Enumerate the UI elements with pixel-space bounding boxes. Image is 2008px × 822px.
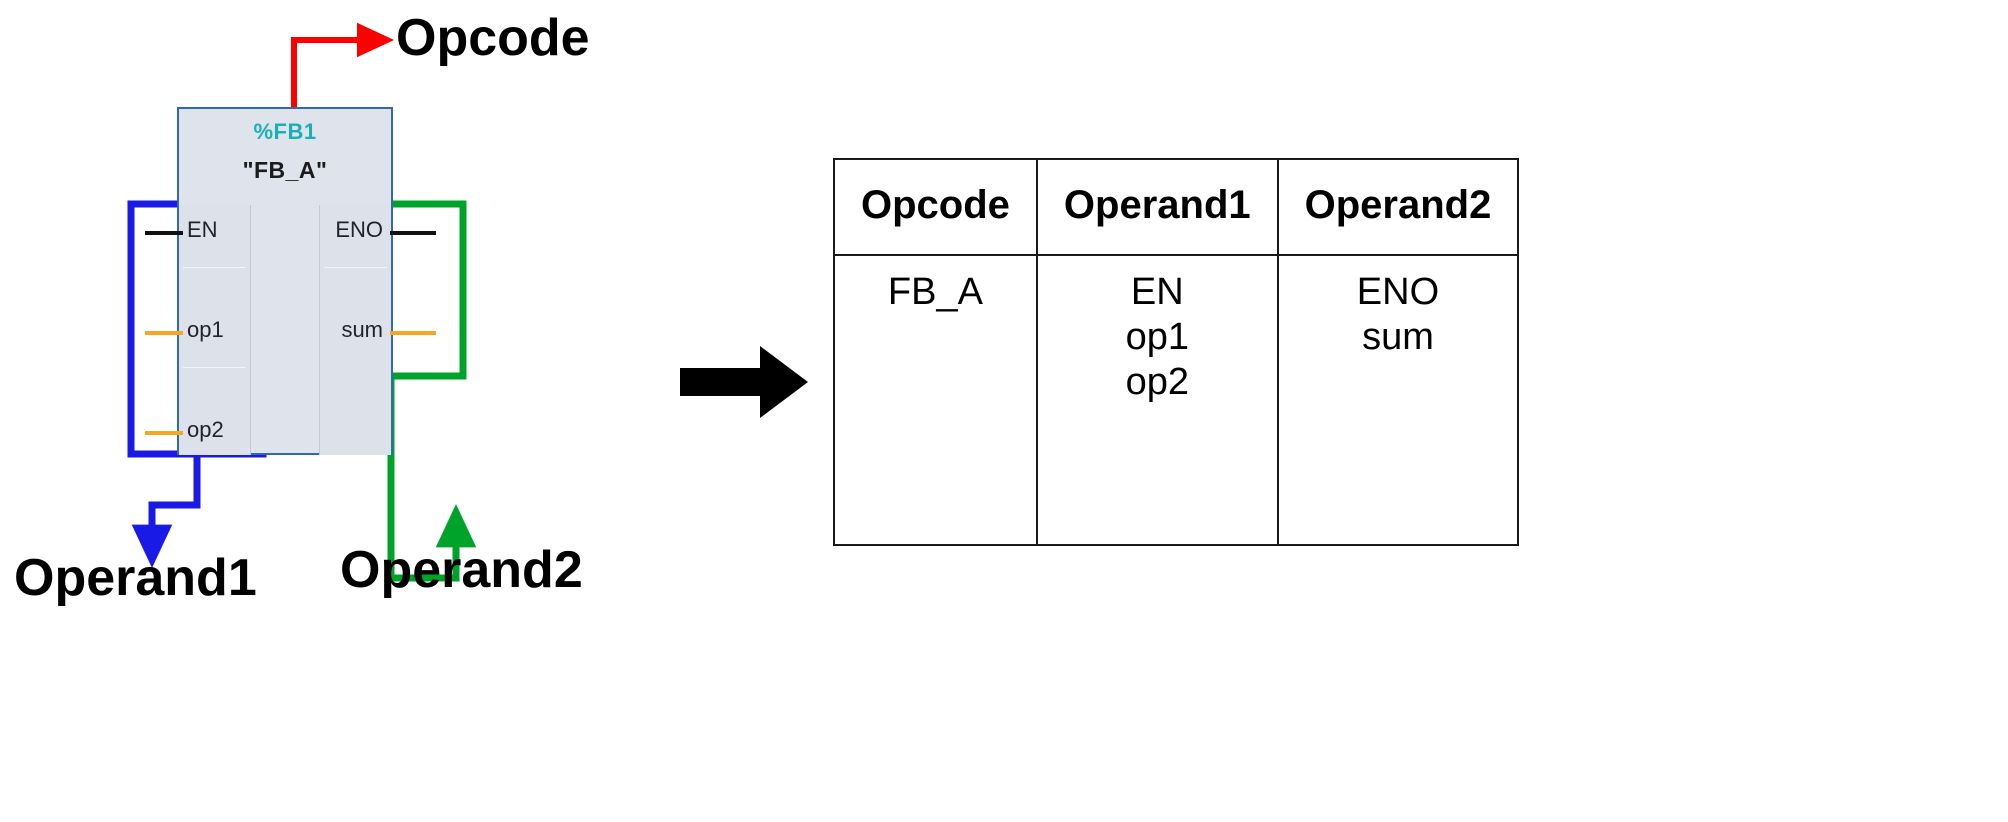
- table-header-row: Opcode Operand1 Operand2: [833, 158, 1520, 256]
- fb-pin-sum[interactable]: sum: [341, 317, 383, 342]
- fb-pin-eno[interactable]: ENO: [335, 217, 383, 242]
- column-header-operand2: Operand2: [1276, 158, 1520, 256]
- opcode-label: Opcode: [396, 9, 590, 67]
- operand1-callout-arrow: [131, 454, 201, 568]
- cell-operand1-line: EN: [1130, 271, 1184, 313]
- eno-wire: [390, 231, 436, 235]
- maps-to-arrow: [680, 346, 808, 418]
- fb-pin-op1[interactable]: op1: [187, 317, 224, 342]
- pin-separator: [324, 267, 387, 268]
- function-block[interactable]: %FB1 "FB_A" EN op1 op2 ENO sum: [177, 107, 393, 455]
- cell-operand1-line: op2: [1125, 360, 1189, 403]
- pin-separator: [183, 367, 246, 368]
- fb-pin-en[interactable]: EN: [187, 217, 218, 242]
- op1-wire: [145, 331, 183, 335]
- operand1-label: Operand1: [14, 549, 257, 607]
- column-header-opcode: Opcode: [833, 158, 1038, 256]
- fb-pin-op2[interactable]: op2: [187, 417, 224, 442]
- operand2-label: Operand2: [340, 541, 583, 599]
- cell-operand1: EN op1 op2: [1035, 254, 1279, 546]
- cell-operand2-line: sum: [1362, 315, 1434, 358]
- cell-opcode-line: FB_A: [887, 271, 983, 313]
- fb-block-name: "FB_A": [242, 157, 328, 183]
- column-header-operand1: Operand1: [1035, 158, 1279, 256]
- pin-separator: [183, 267, 246, 268]
- cell-operand1-line: op1: [1125, 315, 1189, 358]
- cell-opcode: FB_A: [833, 254, 1038, 546]
- opcode-callout-arrow: [291, 22, 394, 110]
- cell-operand2-line: ENO: [1356, 271, 1440, 313]
- table-row: FB_A EN op1 op2 ENO sum: [833, 254, 1520, 546]
- en-wire: [145, 231, 183, 235]
- sum-wire: [390, 331, 436, 335]
- cell-operand2: ENO sum: [1276, 254, 1520, 546]
- mapping-table: Opcode Operand1 Operand2 FB_A EN op1 op2: [833, 158, 1520, 546]
- fb-input-column: EN op1 op2: [179, 205, 251, 455]
- op2-wire: [145, 431, 183, 435]
- fb-instance-name: %FB1: [253, 119, 317, 144]
- fb-output-column: ENO sum: [319, 205, 391, 455]
